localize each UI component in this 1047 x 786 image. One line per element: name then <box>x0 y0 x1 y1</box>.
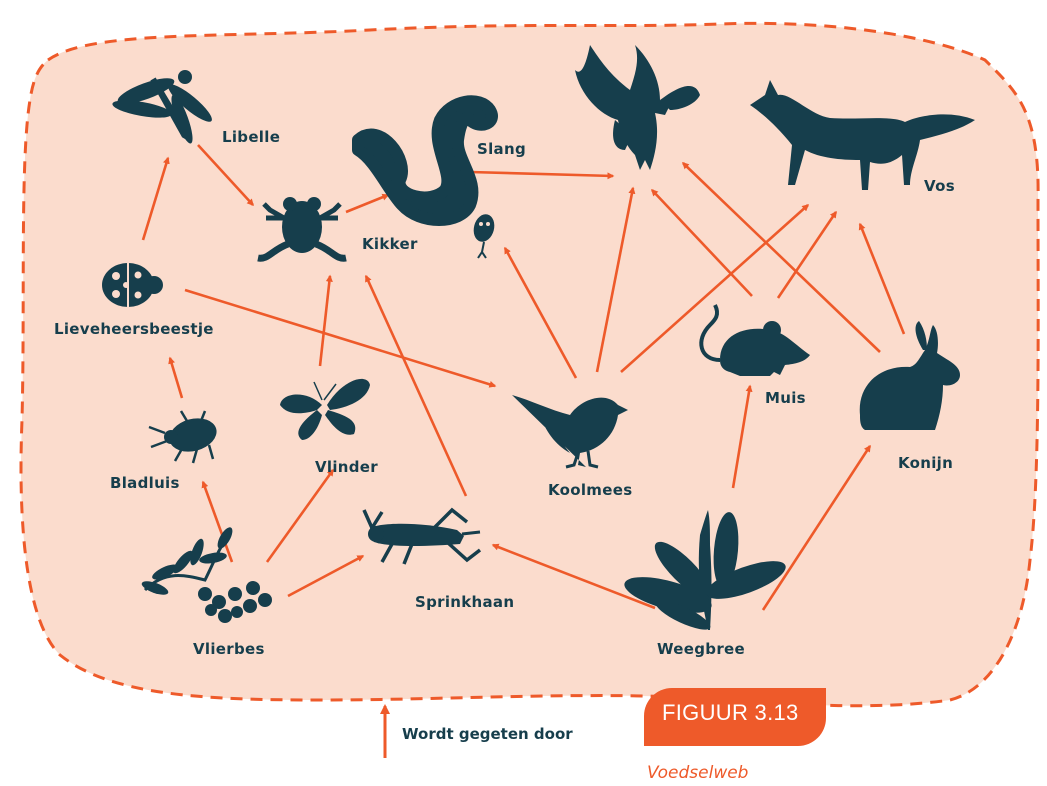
label-libelle: Libelle <box>222 128 280 146</box>
figure-number-tag: FIGUUR 3.13 <box>644 688 826 746</box>
label-sprinkhaan: Sprinkhaan <box>415 593 514 611</box>
label-konijn: Konijn <box>898 454 953 472</box>
label-weegbree: Weegbree <box>657 640 745 658</box>
label-muis: Muis <box>765 389 806 407</box>
label-koolmees: Koolmees <box>548 481 632 499</box>
legend-label: Wordt gegeten door <box>402 725 573 743</box>
label-slang: Slang <box>477 140 526 158</box>
label-vos: Vos <box>924 177 955 195</box>
figure-caption: Voedselweb <box>647 763 748 783</box>
label-kikker: Kikker <box>362 235 418 253</box>
label-vlierbes: Vlierbes <box>193 640 265 658</box>
label-lieveheersbeestje: Lieveheersbeestje <box>54 320 214 338</box>
label-bladluis: Bladluis <box>110 474 180 492</box>
label-vlinder: Vlinder <box>315 458 378 476</box>
